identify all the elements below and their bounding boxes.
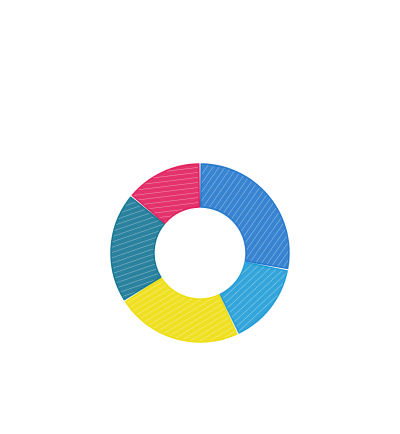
donut-slice-fill-2 [220,262,288,333]
donut-slice-edge-3 [124,277,238,343]
donut-slice-edge-5 [131,163,201,224]
donut-slice-edge-4 [110,196,165,301]
donut-slice-2 [219,261,288,334]
donut-slice-1 [199,163,290,270]
donut-slice-fill-1 [200,164,289,269]
donut-slice-fill-5 [132,164,200,224]
donut-slice-4 [110,196,165,301]
donut-slice-edge-2 [219,261,288,334]
donut-slice-edge-1 [199,163,290,270]
donut-slice-fill-3 [125,278,237,342]
slices-layer [110,163,290,343]
donut-slice-fill-4 [110,197,165,300]
donut-slice-3 [124,277,238,343]
donut-slice-5 [131,163,201,224]
